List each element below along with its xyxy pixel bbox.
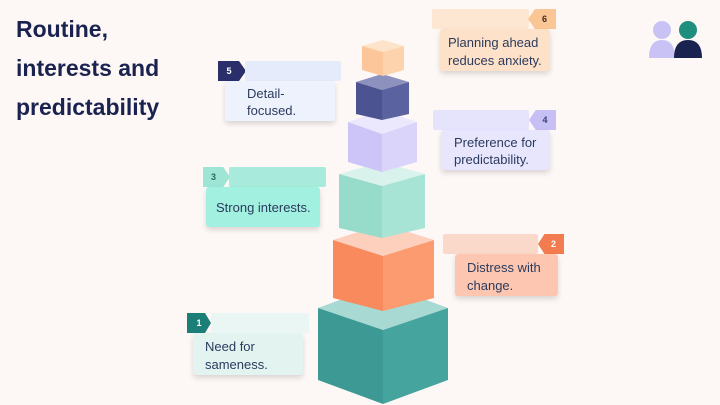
item-2-line-1: Distress with bbox=[467, 260, 541, 275]
stack-block-4 bbox=[348, 110, 417, 172]
item-1-card: Need for sameness. bbox=[193, 333, 303, 375]
item-4-card: Preference for predictability. bbox=[441, 130, 550, 170]
item-2-number: 2 bbox=[550, 239, 556, 249]
item-1-line-1: Need for bbox=[205, 339, 255, 354]
item-2-tab-strip bbox=[443, 234, 538, 254]
item-4-line-1: Preference for bbox=[454, 135, 537, 150]
people-group-icon bbox=[649, 21, 702, 58]
item-2-number-tag: 2 bbox=[538, 234, 564, 254]
stack-block-5 bbox=[356, 74, 409, 120]
item-4-tab-strip bbox=[433, 110, 529, 130]
item-2-card: Distress with change. bbox=[455, 254, 558, 296]
item-5-number: 5 bbox=[226, 66, 232, 76]
item-5-line-2: focused. bbox=[247, 103, 297, 118]
item-6-number: 6 bbox=[541, 14, 547, 24]
item-6-line-2: reduces anxiety. bbox=[448, 53, 542, 68]
title-line-2: interests and bbox=[16, 55, 160, 81]
item-3-number: 3 bbox=[210, 172, 216, 182]
stack-block-3 bbox=[339, 162, 425, 238]
item-5-card: Detail- focused. bbox=[225, 81, 335, 121]
item-1-tab-strip bbox=[211, 313, 309, 333]
item-5-line-1: Detail- bbox=[247, 86, 285, 101]
item-6-tab-strip bbox=[432, 9, 529, 29]
item-4-line-2: predictability. bbox=[454, 152, 529, 167]
item-3-line-1: Strong interests. bbox=[216, 200, 311, 215]
item-6-line-1: Planning ahead bbox=[448, 35, 539, 50]
item-6-number-tag: 6 bbox=[528, 9, 556, 29]
item-1-number: 1 bbox=[196, 318, 202, 328]
item-3-number-tag: 3 bbox=[203, 167, 230, 187]
item-4-number-tag: 4 bbox=[529, 110, 556, 130]
item-3-card: Strong interests. bbox=[206, 187, 320, 227]
item-4-number: 4 bbox=[542, 115, 548, 125]
stack-block-6 bbox=[362, 40, 404, 76]
stack-block-2 bbox=[333, 224, 434, 311]
item-5-tab-strip bbox=[245, 61, 341, 81]
title-line-3: predictability bbox=[16, 94, 160, 120]
item-3-tab-strip bbox=[229, 167, 326, 187]
item-6-card: Planning ahead reduces anxiety. bbox=[440, 29, 550, 71]
item-2-line-2: change. bbox=[467, 278, 514, 293]
page-title: Routine, interests and predictability bbox=[16, 10, 206, 127]
item-1-number-tag: 1 bbox=[187, 313, 211, 333]
item-5-number-tag: 5 bbox=[218, 61, 246, 81]
title-line-1: Routine, bbox=[16, 16, 108, 42]
item-1-line-2: sameness. bbox=[205, 357, 268, 372]
